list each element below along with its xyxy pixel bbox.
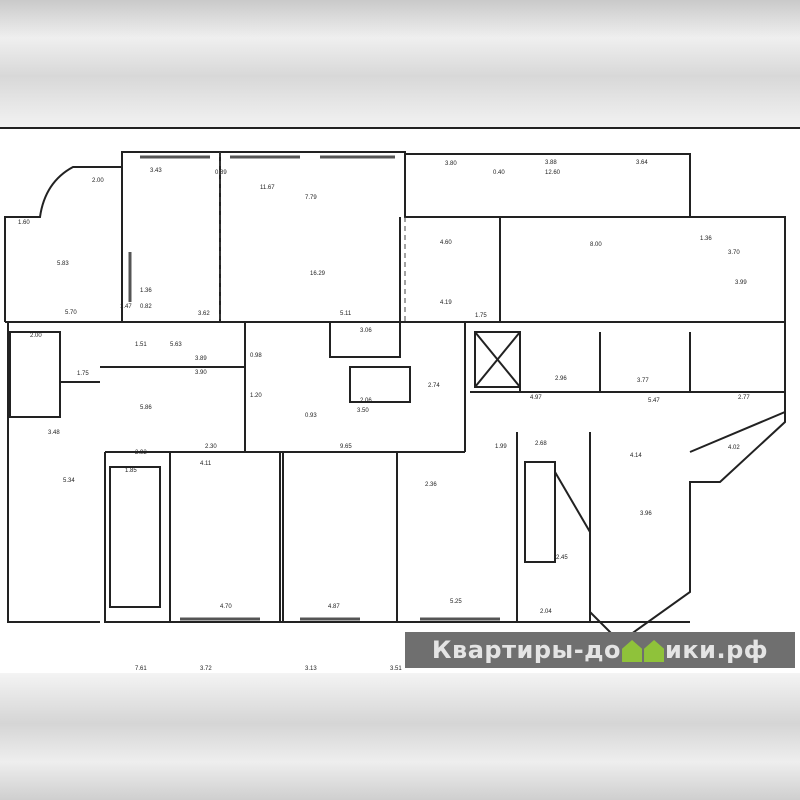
dim-label: 2.06	[360, 398, 372, 404]
dim-label: 11.67	[260, 185, 275, 191]
dim-label: 1.47	[120, 304, 132, 310]
dim-label: 2.00	[30, 333, 42, 339]
dim-label: 1.51	[135, 342, 147, 348]
dim-label: 1.75	[77, 371, 89, 377]
dim-label: 2.77	[738, 395, 750, 401]
dim-label: 7.61	[135, 666, 147, 672]
dim-label: 7.79	[305, 195, 317, 201]
dim-label: 0.89	[215, 170, 227, 176]
watermark-text-start: Квартиры-до	[431, 636, 622, 664]
dim-label: 3.77	[637, 378, 649, 384]
dim-label: 2.36	[425, 482, 437, 488]
dim-label: 0.98	[250, 353, 262, 359]
dim-label: 4.87	[328, 604, 340, 610]
dim-label: 5.70	[65, 310, 77, 316]
blurred-background-top	[0, 0, 800, 127]
dim-label: 2.92	[135, 450, 147, 456]
watermark-text-end: ики.рф	[665, 636, 769, 664]
dim-label: 3.64	[636, 160, 648, 166]
dim-label: 3.50	[357, 408, 369, 414]
dim-label: 3.62	[198, 311, 210, 317]
dim-label: 1.20	[250, 393, 262, 399]
dim-label: 3.90	[195, 370, 207, 376]
walls	[4, 151, 786, 644]
dim-label: 5.11	[340, 311, 352, 317]
dim-label: 2.96	[555, 376, 567, 382]
dim-label: 4.14	[630, 453, 642, 459]
dim-label: 3.96	[640, 511, 652, 517]
dim-label: 1.99	[495, 444, 507, 450]
dim-label: 0.93	[305, 413, 317, 419]
dim-label: 3.88	[545, 160, 557, 166]
dim-label: 3.72	[200, 666, 212, 672]
dim-label: 3.43	[150, 168, 162, 174]
dim-label: 5.47	[648, 398, 660, 404]
dim-label: 16.29	[310, 271, 326, 277]
dim-label: 4.11	[200, 461, 212, 467]
house-icon	[644, 640, 665, 662]
dim-label: 5.86	[140, 405, 152, 411]
dim-label: 4.02	[728, 445, 740, 451]
dim-label: 1.36	[140, 288, 152, 294]
dim-label: 0.82	[140, 304, 152, 310]
dim-label: 1.85	[125, 468, 137, 474]
dim-label: 1.36	[700, 236, 712, 242]
dim-label: 0.40	[493, 170, 505, 176]
dim-label: 2.30	[205, 444, 217, 450]
dim-label: 8.00	[590, 242, 602, 248]
dim-label: 5.83	[57, 261, 69, 267]
dim-label: 12.60	[545, 170, 561, 176]
dim-label: 4.97	[530, 395, 542, 401]
dim-label: 5.25	[450, 599, 462, 605]
dimension-labels: 3.43 2.00 1.60 5.83 5.70 0.89 11.67 7.79…	[18, 160, 750, 672]
dim-label: 2.04	[540, 609, 552, 615]
dim-label: 2.00	[92, 178, 104, 184]
dim-label: 5.34	[63, 478, 75, 484]
dim-label: 4.70	[220, 604, 232, 610]
house-icon	[622, 640, 643, 662]
dim-label: 3.70	[728, 250, 740, 256]
watermark-logo: Квартиры-до ики.рф	[405, 632, 795, 668]
dim-label: 5.63	[170, 342, 182, 348]
dim-label: 3.06	[360, 328, 372, 334]
dim-label: 4.60	[440, 240, 452, 246]
dim-label: 3.80	[445, 161, 457, 167]
dim-label: 2.45	[556, 555, 568, 561]
dim-label: 3.13	[305, 666, 317, 672]
dim-label: 1.75	[475, 313, 487, 319]
floor-plan: 3.43 2.00 1.60 5.83 5.70 0.89 11.67 7.79…	[0, 127, 800, 675]
dim-label: 3.99	[735, 280, 747, 286]
dim-label: 3.89	[195, 356, 207, 362]
blurred-background-bottom	[0, 673, 800, 800]
dim-label: 3.48	[48, 430, 60, 436]
dim-label: 2.68	[535, 441, 547, 447]
dim-label: 9.65	[340, 444, 352, 450]
floor-plan-drawing: 3.43 2.00 1.60 5.83 5.70 0.89 11.67 7.79…	[4, 151, 786, 672]
dim-label: 2.74	[428, 383, 440, 389]
dim-label: 3.51	[390, 666, 402, 672]
dim-label: 4.19	[440, 300, 452, 306]
dim-label: 1.60	[18, 220, 30, 226]
